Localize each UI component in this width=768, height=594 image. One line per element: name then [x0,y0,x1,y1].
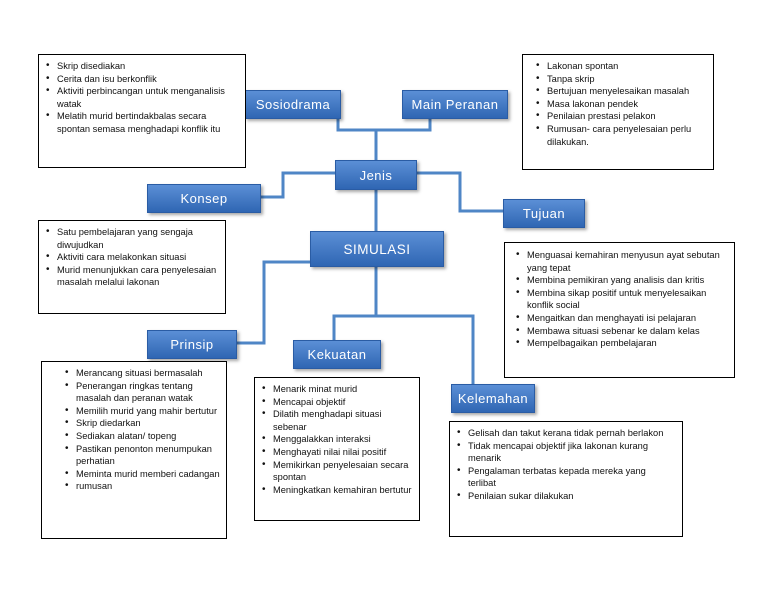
list-item: Membina sikap positif untuk menyelesaika… [513,287,730,312]
list-item: Memilih murid yang mahir bertutur [62,405,222,418]
list-item: Tanpa skrip [533,73,709,86]
node-prinsip: Prinsip [147,330,237,359]
list-item: Penilaian prestasi pelakon [533,110,709,123]
box-kelemahan: Gelisah dan takut kerana tidak pernah be… [449,421,683,537]
box-sosiodrama: Skrip disediakan Cerita dan isu berkonfl… [38,54,246,168]
list-item: Melatih murid bertindakbalas secara spon… [43,110,239,135]
list-item: Skrip diedarkan [62,417,222,430]
list-item: Lakonan spontan [533,60,709,73]
node-sosiodrama: Sosiodrama [245,90,341,119]
box-kekuatan: Menarik minat murid Mencapai objektif Di… [254,377,420,521]
list-item: Mengaitkan dan menghayati isi pelajaran [513,312,730,325]
list-item: Satu pembelajaran yang sengaja diwujudka… [43,226,219,251]
list-item: Pastikan penonton menumpukan perhatian [62,443,222,468]
box-main-peranan: Lakonan spontan Tanpa skrip Bertujuan me… [522,54,714,170]
list-item: Penerangan ringkas tentang masalah dan p… [62,380,222,405]
node-jenis: Jenis [335,160,417,190]
list-item: Gelisah dan takut kerana tidak pernah be… [454,427,676,440]
list-item: Meminta murid memberi cadangan [62,468,222,481]
list-item: Aktiviti perbincangan untuk menganalisis… [43,85,239,110]
node-kekuatan: Kekuatan [293,340,381,369]
list-item: Tidak mencapai objektif jika lakonan kur… [454,440,676,465]
node-tujuan: Tujuan [503,199,585,228]
list-item: Menghayati nilai nilai positif [259,446,415,459]
list-item: Skrip disediakan [43,60,239,73]
list-item: Pengalaman terbatas kepada mereka yang t… [454,465,676,490]
box-prinsip: Merancang situasi bermasalah Penerangan … [41,361,227,539]
list-item: Sediakan alatan/ topeng [62,430,222,443]
list-item: Membawa situasi sebenar ke dalam kelas [513,325,730,338]
node-konsep: Konsep [147,184,261,213]
node-main-peranan: Main Peranan [402,90,508,119]
list-item: Aktiviti cara melakonkan situasi [43,251,219,264]
list-item: Merancang situasi bermasalah [62,367,222,380]
node-kelemahan: Kelemahan [451,384,535,413]
list-item: Mencapai objektif [259,396,415,409]
list-item: Memikirkan penyelesaian secara spontan [259,459,415,484]
box-konsep: Satu pembelajaran yang sengaja diwujudka… [38,220,226,314]
list-item: rumusan [62,480,222,493]
list-item: Membina pemikiran yang analisis dan krit… [513,274,730,287]
list-item: Menguasai kemahiran menyusun ayat sebuta… [513,249,730,274]
list-item: Menarik minat murid [259,383,415,396]
list-item: Murid menunjukkan cara penyelesaian masa… [43,264,219,289]
list-item: Penilaian sukar dilakukan [454,490,676,503]
box-tujuan: Menguasai kemahiran menyusun ayat sebuta… [504,242,735,378]
list-item: Menggalakkan interaksi [259,433,415,446]
list-item: Masa lakonan pendek [533,98,709,111]
list-item: Meningkatkan kemahiran bertutur [259,484,415,497]
list-item: Dilatih menghadapi situasi sebenar [259,408,415,433]
list-item: Rumusan- cara penyelesaian perlu dilakuk… [533,123,709,148]
list-item: Cerita dan isu berkonflik [43,73,239,86]
list-item: Mempelbagaikan pembelajaran [513,337,730,350]
list-item: Bertujuan menyelesaikan masalah [533,85,709,98]
node-simulasi: SIMULASI [310,231,444,267]
